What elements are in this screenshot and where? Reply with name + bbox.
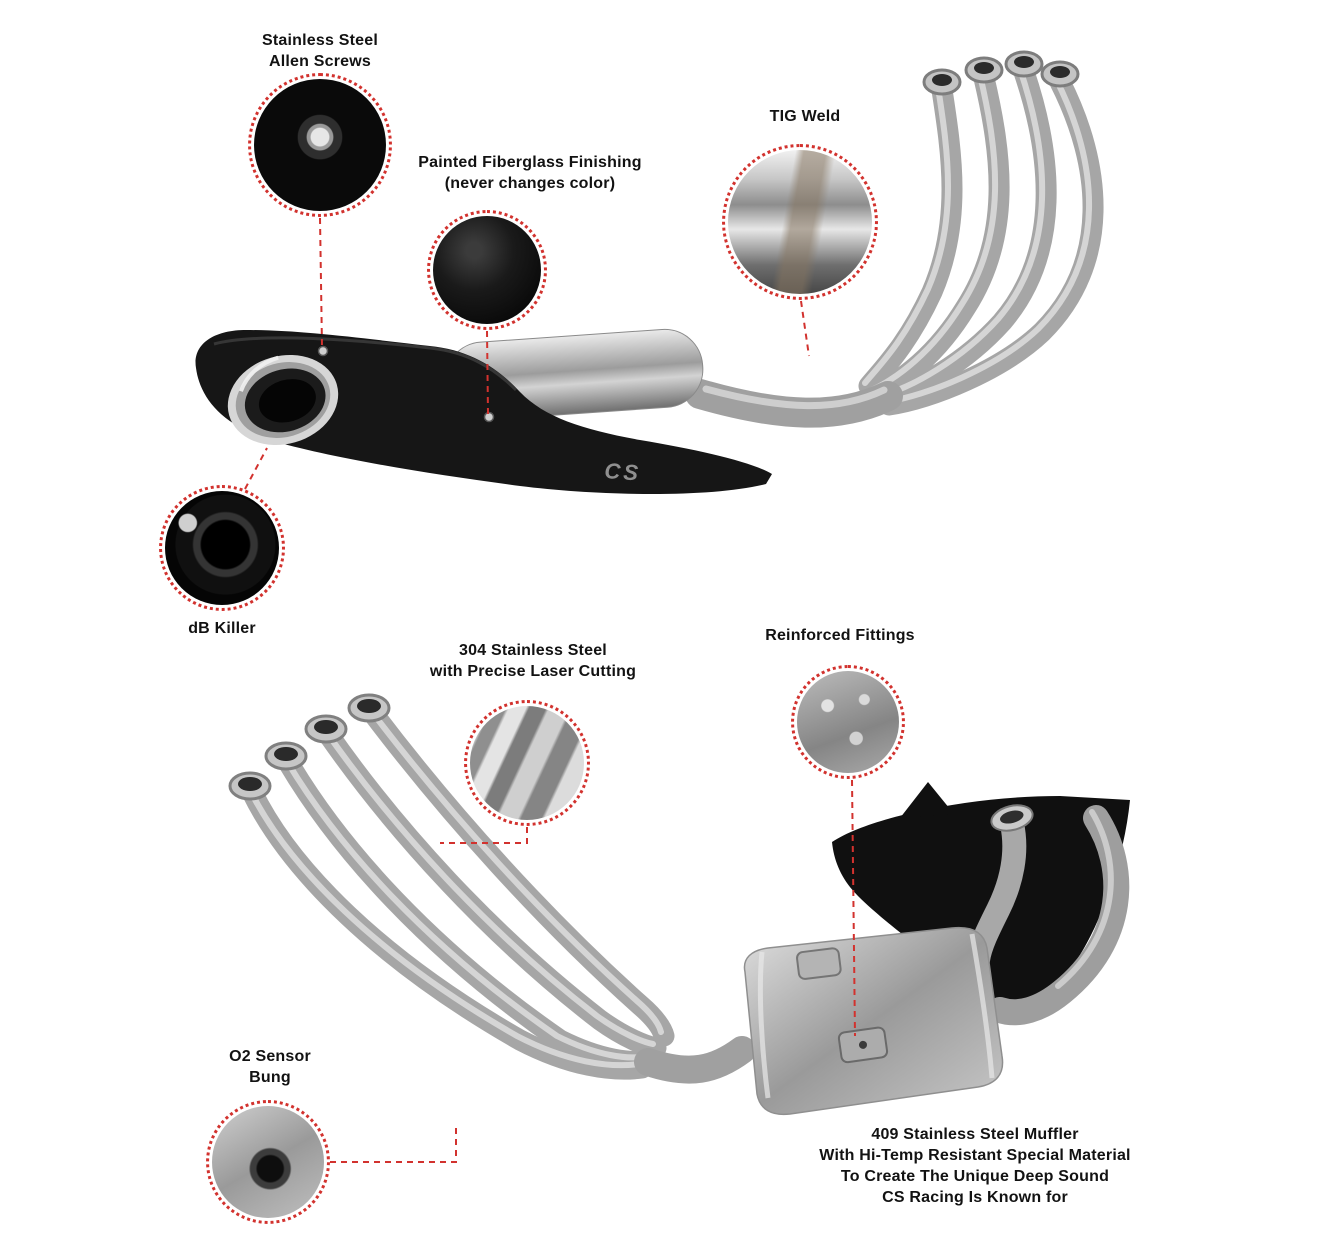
laser-304-inset [464,700,590,826]
allen-screw-closeup-photo [254,79,386,211]
label-db-killer: dB Killer [188,620,256,637]
db-killer-closeup-photo [165,491,279,605]
black-heat-shield [832,796,1130,1007]
reinforced-fitting-closeup-photo [797,671,899,773]
reinforced-fittings-inset [791,665,905,779]
muffler-logo: CS [604,458,642,485]
bottom-exhaust-illustration [228,693,1130,1116]
top-exhaust-illustration: CS [195,50,1104,494]
tig-weld-closeup-photo [728,150,872,294]
label-laser-304: 304 Stainless Steel with Precise Laser C… [429,642,637,681]
muffler-front-fitting [837,1026,889,1064]
black-muffler-body [195,330,773,494]
leader-line-reinforced-fittings [851,779,856,1037]
tig-weld-inset [722,144,878,300]
laser-cut-closeup-photo [470,706,584,820]
stainless-muffler-box [743,926,1004,1116]
label-fiberglass: Painted Fiberglass Finishing (never chan… [418,154,642,193]
label-tig-weld: TIG Weld [769,108,841,125]
allen-screws-inset [248,73,392,217]
leader-line-allen-screws [319,217,323,348]
leader-line-db-killer [244,447,268,490]
allen-screw-dot-1 [317,345,329,357]
label-o2-bung: O2 Sensor Bung [229,1048,311,1087]
db-killer-inset [159,485,285,611]
label-allen-screws: Stainless Steel Allen Screws [262,32,378,71]
chrome-exhaust-tip [227,354,339,446]
header-flanges-top [922,50,1080,96]
fiberglass-inset [427,210,547,330]
o2-bung-inset [206,1100,330,1224]
leader-line-laser-304 [440,827,528,844]
label-409-muffler: 409 Stainless Steel Muffler With Hi-Temp… [819,1126,1131,1207]
fiberglass-closeup-photo [433,216,541,324]
leader-line-fiberglass [486,330,489,415]
leader-line-o2-bung [330,1126,457,1163]
header-flanges-bottom [228,693,391,801]
o2-bung-closeup-photo [212,1106,324,1218]
leader-lines [244,217,856,1163]
leader-line-tig-weld [800,300,810,357]
allen-screw-dot-2 [483,411,495,423]
label-reinforced-fittings: Reinforced Fittings [765,627,915,644]
